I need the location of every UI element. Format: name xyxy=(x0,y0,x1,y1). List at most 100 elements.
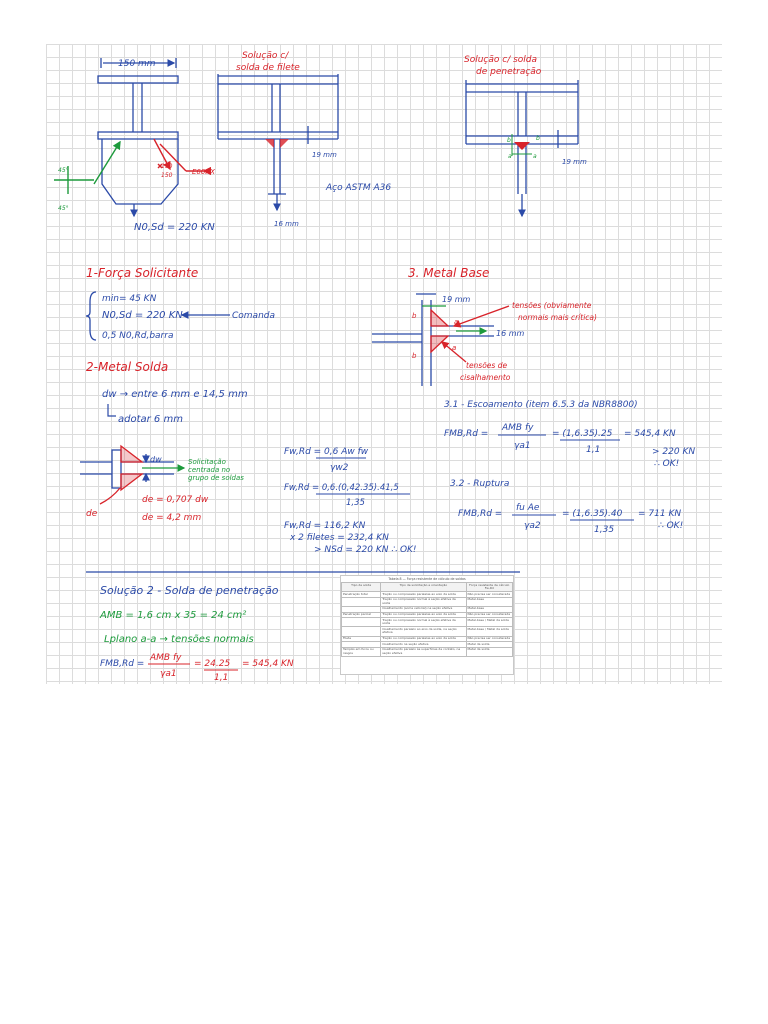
section-1-title: 1-Força Solicitante xyxy=(86,266,198,280)
force-half-nrd: 0,5 N0,Rd,barra xyxy=(102,331,173,341)
sol2-substitution-denominator: 1,1 xyxy=(214,673,228,683)
base-plate-thickness: 16 mm xyxy=(496,329,525,338)
section-2-title: 2-Metal Solda xyxy=(86,360,168,374)
pen-label-b-right: b xyxy=(536,135,540,142)
yield-ok: ∴ OK! xyxy=(654,459,679,469)
table-cell: Tração ou compressão normal à seção efet… xyxy=(380,617,467,628)
rupture-ok: ∴ OK! xyxy=(658,521,683,531)
table-cell: Cisalhamento paralelo às superfícies de … xyxy=(380,646,467,657)
yield-result: = 545,4 KN xyxy=(624,429,676,439)
fwrd-substitution: Fw,Rd = 0,6.(0,42.35).41,5 xyxy=(284,483,399,493)
table-header: Tipo de solicitação e orientação xyxy=(380,581,467,593)
rupture-substitution-denominator: 1,35 xyxy=(594,525,614,535)
centered-note-3: grupo de soldas xyxy=(188,474,244,482)
base-label-b-bottom: b xyxy=(412,352,417,360)
de-formula: de = 0,707 dw xyxy=(142,495,209,505)
fwrd-formula: Fw,Rd = 0,6 Aw fw xyxy=(284,447,369,457)
two-fillets-result: x 2 filetes = 232,4 KN xyxy=(289,533,389,543)
table-cell: Metal da solda xyxy=(465,646,513,657)
gusset-force-lines xyxy=(54,138,211,194)
penetration-labels xyxy=(511,134,532,156)
base-metal-sketch xyxy=(372,293,510,386)
handwritten-notes: 150 mm 45° 45° 150 150 E60XX N0,Sd = 220… xyxy=(54,51,695,683)
force-nsd: N0,Sd = 220 KN xyxy=(102,310,183,321)
fillet-check: > NSd = 220 KN ∴ OK! xyxy=(314,545,417,555)
table-caption: Tabela 8 — Força resistente de cálculo d… xyxy=(388,577,466,581)
yield-check: > 220 KN xyxy=(652,447,695,457)
resistance-table: Tabela 8 — Força resistente de cálculo d… xyxy=(340,575,514,675)
weld-size-bottom: 150 xyxy=(161,172,173,179)
de-value: de = 4,2 mm xyxy=(142,513,201,523)
rupture-lhs: FMB,Rd = xyxy=(458,509,502,519)
table-cell: Metal-base / Metal da solda xyxy=(465,617,513,628)
table-cell: Metal-base / Metal da solda xyxy=(465,626,513,637)
fillet-weld-detail xyxy=(80,444,186,505)
rupture-result: = 711 KN xyxy=(638,509,681,519)
rupture-numerator: fu Ae xyxy=(516,503,540,513)
table-cell xyxy=(341,596,382,607)
solution-2-title: Solução 2 - Solda de penetração xyxy=(100,584,279,597)
table-cell xyxy=(341,626,382,637)
weld-size-top: 150 xyxy=(161,163,173,170)
dw-label: dw xyxy=(150,455,162,464)
steel-grade-label: Aço ASTM A36 xyxy=(325,183,391,193)
sol2-denominator: γa1 xyxy=(160,669,177,679)
sol2-substitution: = 24.25 xyxy=(194,659,230,669)
yield-substitution: = (1,6.35).25 xyxy=(552,429,613,439)
base-label-b-top: b xyxy=(412,312,417,320)
penetration-beam-sketch xyxy=(465,80,579,218)
pen-label-b-left: b xyxy=(507,137,511,144)
plane-aa-note: Lplano a-a → tensões normais xyxy=(104,634,254,645)
pen-label-a-right: a xyxy=(533,153,537,160)
table-body: Tipo de solda Tipo de solicitação e orie… xyxy=(341,581,513,657)
base-flange-thickness: 19 mm xyxy=(442,295,471,304)
sol2-lhs: FMB,Rd = xyxy=(100,659,144,669)
centered-note-2: centrada no xyxy=(188,466,230,474)
beam-gusset-sketch xyxy=(97,58,179,218)
load-label: N0,Sd = 220 KN xyxy=(134,222,215,233)
table-header: Força resistente de cálculo Fw,Rd xyxy=(465,581,513,593)
pen-solution-title-2: de penetração xyxy=(476,67,542,77)
electrode-label: E60XX xyxy=(192,168,215,176)
table-cell: Tração ou compressão normal à seção efet… xyxy=(380,596,467,607)
yield-lhs: FMB,Rd = xyxy=(444,429,488,439)
force-min: min= 45 KN xyxy=(102,294,157,304)
normal-stress-note-2: normais mais crítica) xyxy=(518,313,597,322)
table-cell: Tampão em furos ou rasgos xyxy=(341,646,382,657)
rupture-title: 3.2 - Ruptura xyxy=(450,479,509,489)
yield-denominator: γa1 xyxy=(514,441,531,451)
commands-note: Comanda xyxy=(232,311,275,321)
centered-note-1: Solicitação xyxy=(188,458,226,466)
width-dimension: 150 mm xyxy=(118,59,156,69)
fillet-solution-title-2: solda de filete xyxy=(236,63,300,73)
yield-numerator: AMB fy xyxy=(501,423,534,433)
fwrd-result: Fw,Rd = 116,2 KN xyxy=(284,521,366,531)
table-row: Tração ou compressão normal à seção efet… xyxy=(341,617,513,628)
section-3-title: 3. Metal Base xyxy=(408,266,489,280)
pen-label-a-left: a xyxy=(508,153,512,160)
angle-label-top: 45° xyxy=(58,167,69,174)
rupture-denominator: γa2 xyxy=(524,521,541,531)
fillet-flange-thickness: 19 mm xyxy=(312,151,337,159)
amb-calc: AMB = 1,6 cm x 35 = 24 cm² xyxy=(99,610,246,621)
fillet-beam-sketch xyxy=(217,74,339,212)
table-row: Tração ou compressão normal à seção efet… xyxy=(341,596,513,607)
shear-stress-note-1: tensões de xyxy=(466,361,507,370)
base-label-a-bottom: a xyxy=(452,344,456,352)
fwrd-formula-denominator: γw2 xyxy=(330,463,349,473)
sol2-numerator: AMB fy xyxy=(149,653,182,663)
rupture-substitution: = (1,6.35).40 xyxy=(562,509,623,519)
de-label: de xyxy=(86,509,98,519)
base-label-a-top: a xyxy=(454,318,458,326)
notebook-page: 150 mm 45° 45° 150 150 E60XX N0,Sd = 220… xyxy=(46,44,722,684)
pen-solution-title-1: Solução c/ solda xyxy=(464,55,537,65)
sol2-result: = 545,4 KN xyxy=(242,659,294,669)
normal-stress-note-1: tensões (obviamente xyxy=(512,301,592,310)
fwrd-substitution-denominator: 1,35 xyxy=(346,498,365,508)
fillet-plate-thickness: 16 mm xyxy=(274,220,299,228)
yield-substitution-denominator: 1,1 xyxy=(586,445,600,455)
fillet-solution-title-1: Solução c/ xyxy=(242,51,289,61)
pen-flange-thickness: 19 mm xyxy=(562,158,587,166)
